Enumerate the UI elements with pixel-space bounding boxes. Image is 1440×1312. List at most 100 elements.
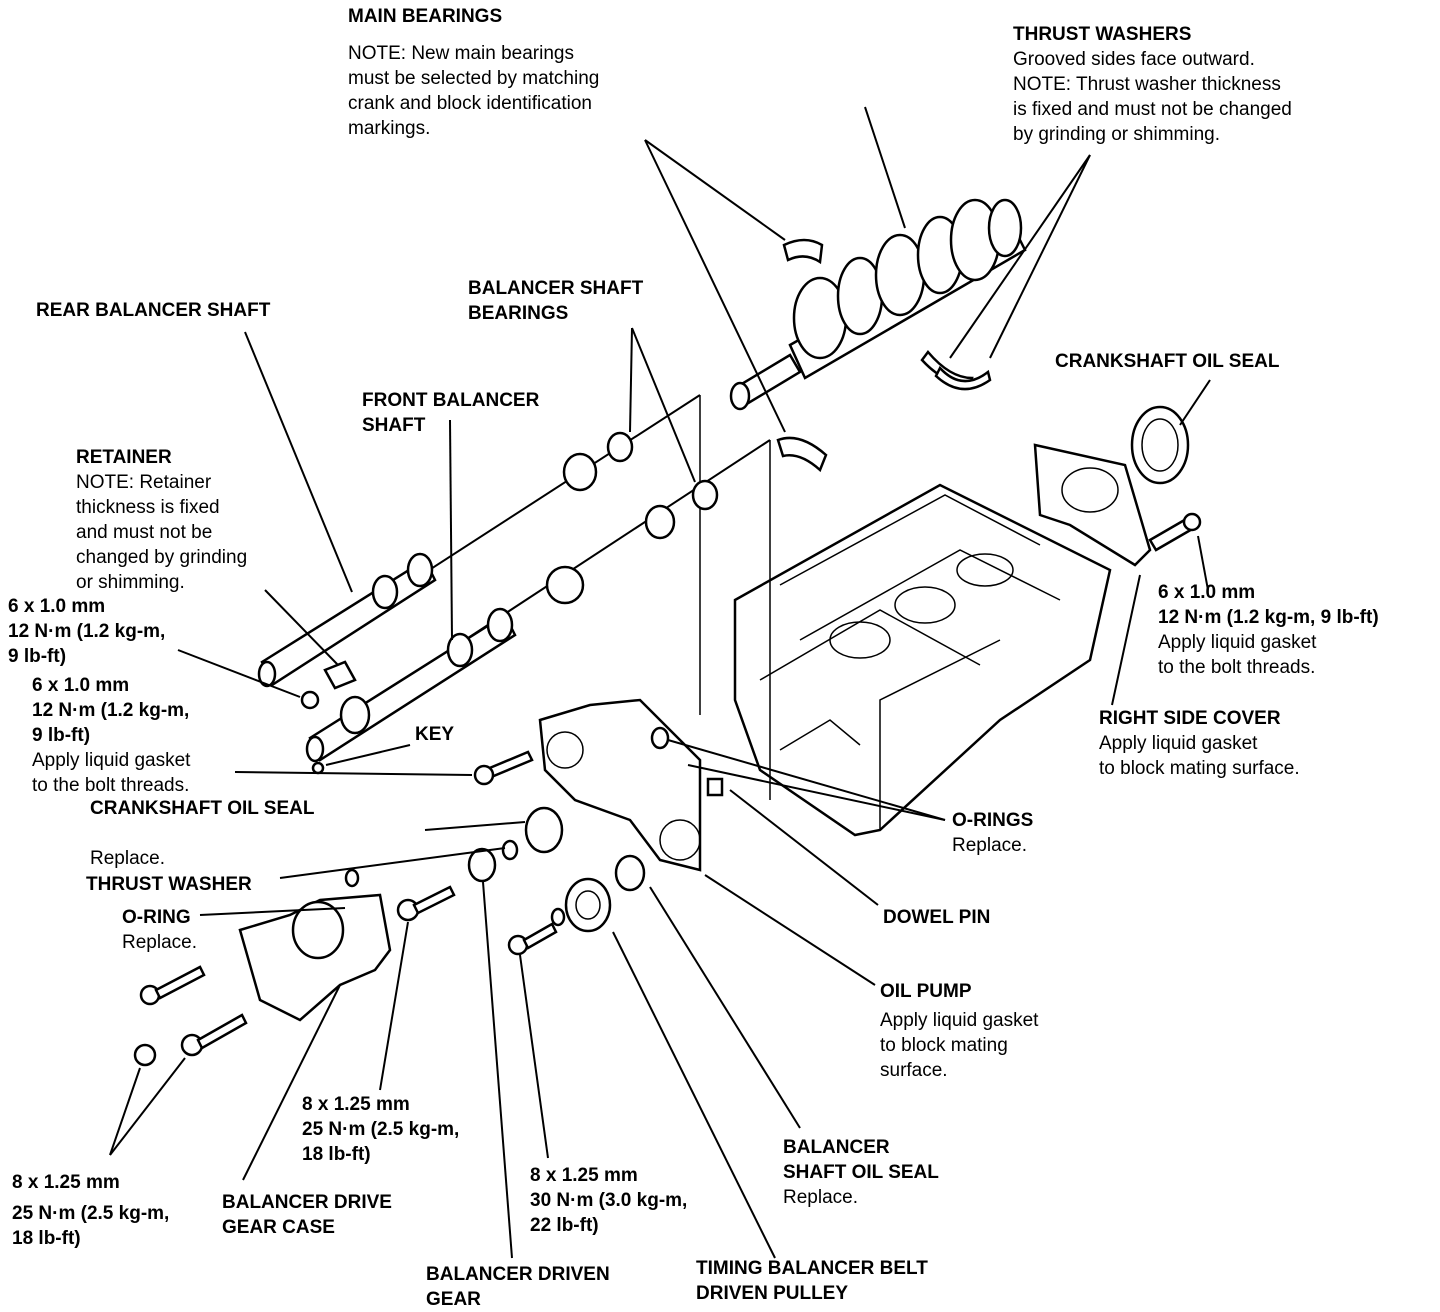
thrust-washer-lower	[934, 365, 992, 391]
front-balancer-shaft-label: FRONT BALANCER SHAFT	[362, 388, 539, 438]
balancer-driven-gear-title-1: BALANCER DRIVEN	[426, 1264, 610, 1285]
engine-block	[733, 483, 1112, 837]
thrust-washers-note-2: NOTE: Thrust washer thickness	[1013, 74, 1281, 95]
o-rings-replace: Replace.	[952, 835, 1027, 856]
o-ring-label: O-RING Replace.	[122, 905, 197, 955]
balancer-drive-gear-case-part	[238, 893, 392, 1022]
balancer-bearing-4	[691, 479, 719, 511]
rear-balancer-shaft-title: REAR BALANCER SHAFT	[36, 300, 271, 321]
oil-pump-note-3: surface.	[880, 1060, 948, 1081]
balancer-drive-gear-case-title-1: BALANCER DRIVE	[222, 1192, 392, 1213]
balancer-shaft-oil-seal-replace: Replace.	[783, 1187, 858, 1208]
balancer-bearing-2	[606, 431, 634, 463]
oil-pump-bolt-torque: 12 N·m (1.2 kg-m,	[32, 700, 190, 721]
pulley-washer	[550, 907, 566, 927]
oil-pump-bolt-size: 6 x 1.0 mm	[32, 675, 130, 696]
balancer-shaft-oil-seal-label: BALANCER SHAFT OIL SEAL Replace.	[783, 1135, 939, 1210]
crankshaft	[729, 198, 1027, 411]
oil-pump-bolt-note-1: Apply liquid gasket	[32, 750, 191, 771]
thrust-washer-label: THRUST WASHER	[86, 872, 252, 897]
o-rings-label: O-RINGS Replace.	[952, 808, 1033, 858]
pulley-bolt-torque: 30 N·m (3.0 kg-m,	[530, 1190, 688, 1211]
retainer-bolt-spec: 6 x 1.0 mm 12 N·m (1.2 kg-m, 9 lb-ft)	[8, 594, 165, 669]
o-ring-title: O-RING	[122, 907, 191, 928]
o-ring-small	[650, 726, 670, 750]
case-nut	[133, 1043, 157, 1067]
timing-balancer-belt-driven-pulley-label: TIMING BALANCER BELT DRIVEN PULLEY	[696, 1256, 928, 1306]
case-bolt-size: 8 x 1.25 mm	[12, 1172, 120, 1193]
key-title: KEY	[415, 724, 455, 745]
retainer-note-2: thickness is fixed	[76, 497, 220, 518]
oil-pump-bolt-note-2: to the bolt threads.	[32, 775, 190, 796]
pulley-bolt-spec: 8 x 1.25 mm 30 N·m (3.0 kg-m, 22 lb-ft)	[530, 1163, 687, 1238]
crankshaft-oil-seal-left-label: CRANKSHAFT OIL SEAL	[90, 796, 314, 821]
retainer-part	[323, 660, 357, 690]
retainer-bolt-torque: 12 N·m (1.2 kg-m,	[8, 621, 166, 642]
retainer-label: RETAINER NOTE: Retainer thickness is fix…	[76, 445, 247, 595]
balancer-driven-gear-title-2: GEAR	[426, 1289, 481, 1310]
leader-lines	[109, 106, 1211, 1259]
thrust-washers-title: THRUST WASHERS	[1013, 24, 1192, 45]
balancer-drive-gear-case-label: BALANCER DRIVE GEAR CASE	[222, 1190, 392, 1240]
timing-pulley-title-2: DRIVEN PULLEY	[696, 1283, 849, 1304]
balancer-driven-gear-label: BALANCER DRIVEN GEAR	[426, 1262, 610, 1312]
pulley-bolt-size: 8 x 1.25 mm	[530, 1165, 638, 1186]
main-bearing-lower	[776, 436, 828, 473]
key-label: KEY	[415, 722, 454, 747]
retainer-bolt-torque-lbft: 9 lb-ft)	[8, 646, 67, 667]
oil-pump-title: OIL PUMP	[880, 981, 972, 1002]
crankshaft-oil-seal-left-part	[524, 806, 564, 854]
balancer-shaft-oil-seal-title-2: SHAFT OIL SEAL	[783, 1162, 939, 1183]
right-side-cover-note-1: Apply liquid gasket	[1099, 733, 1258, 754]
main-bearings-title: MAIN BEARINGS	[348, 6, 503, 27]
gear-bolt-size: 8 x 1.25 mm	[302, 1094, 410, 1115]
pulley-bolt-torque-lbft: 22 lb-ft)	[530, 1215, 599, 1236]
balancer-bearing-3	[644, 504, 676, 540]
balancer-bearing-1	[562, 452, 598, 492]
main-bearings-note-3: crank and block identification	[348, 93, 592, 114]
crankshaft-oil-seal-left-title: CRANKSHAFT OIL SEAL	[90, 798, 315, 819]
crankshaft-oil-seal-right-title: CRANKSHAFT OIL SEAL	[1055, 351, 1280, 372]
thrust-washers-note-4: by grinding or shimming.	[1013, 124, 1220, 145]
right-side-cover-title: RIGHT SIDE COVER	[1099, 708, 1281, 729]
right-cover-bolt-note-1: Apply liquid gasket	[1158, 632, 1317, 653]
retainer-note-5: or shimming.	[76, 572, 185, 593]
retainer-note-3: and must not be	[76, 522, 213, 543]
case-bolt-torque-lbft: 18 lb-ft)	[12, 1228, 81, 1249]
dowel-pin-label: DOWEL PIN	[883, 905, 990, 930]
o-ring-replace: Replace.	[122, 932, 197, 953]
gear-bolt	[396, 898, 420, 922]
crankshaft-oil-seal-left-note: Replace.	[90, 846, 165, 871]
main-bearings-label: MAIN BEARINGS NOTE: New main bearings mu…	[348, 4, 599, 141]
thrust-washers-label: THRUST WASHERS Grooved sides face outwar…	[1013, 22, 1292, 147]
balancer-drive-gear-case-title-2: GEAR CASE	[222, 1217, 335, 1238]
gear-bolt-spec: 8 x 1.25 mm 25 N·m (2.5 kg-m, 18 lb-ft)	[302, 1092, 459, 1167]
thrust-washer-title: THRUST WASHER	[86, 874, 252, 895]
timing-pulley-title-1: TIMING BALANCER BELT	[696, 1258, 928, 1279]
right-side-cover-label: RIGHT SIDE COVER Apply liquid gasket to …	[1099, 706, 1300, 781]
right-cover-bolt-spec: 6 x 1.0 mm 12 N·m (1.2 kg-m, 9 lb-ft) Ap…	[1158, 580, 1379, 680]
dowel-pin-title: DOWEL PIN	[883, 907, 991, 928]
crankshaft-oil-seal-right-label: CRANKSHAFT OIL SEAL	[1055, 349, 1279, 374]
oil-pump-part	[538, 698, 702, 872]
balancer-shaft-bearings-title-1: BALANCER SHAFT	[468, 278, 644, 299]
thrust-washer-part	[501, 839, 519, 861]
timing-pulley-part	[564, 877, 612, 933]
main-bearing-upper	[782, 238, 824, 265]
retainer-title: RETAINER	[76, 447, 172, 468]
crankshaft-oil-seal-left-replace: Replace.	[90, 848, 165, 869]
front-balancer-shaft-title-1: FRONT BALANCER	[362, 390, 540, 411]
case-bolt-spec: 8 x 1.25 mm 25 N·m (2.5 kg-m, 18 lb-ft)	[12, 1170, 169, 1251]
key-part	[311, 761, 325, 775]
retainer-note-1: NOTE: Retainer	[76, 472, 212, 493]
balancer-shaft-bearings-label: BALANCER SHAFT BEARINGS	[468, 276, 643, 326]
balancer-shaft-oil-seal-part	[614, 854, 646, 892]
main-bearings-note-1: NOTE: New main bearings	[348, 43, 574, 64]
balancer-bearing-5	[545, 565, 585, 605]
right-cover-bolt-torque: 12 N·m (1.2 kg-m, 9 lb-ft)	[1158, 607, 1379, 628]
rear-balancer-shaft	[257, 552, 437, 688]
oil-pump-bolt-spec: 6 x 1.0 mm 12 N·m (1.2 kg-m, 9 lb-ft) Ap…	[32, 673, 190, 798]
right-cover-bolt-note-2: to the bolt threads.	[1158, 657, 1316, 678]
